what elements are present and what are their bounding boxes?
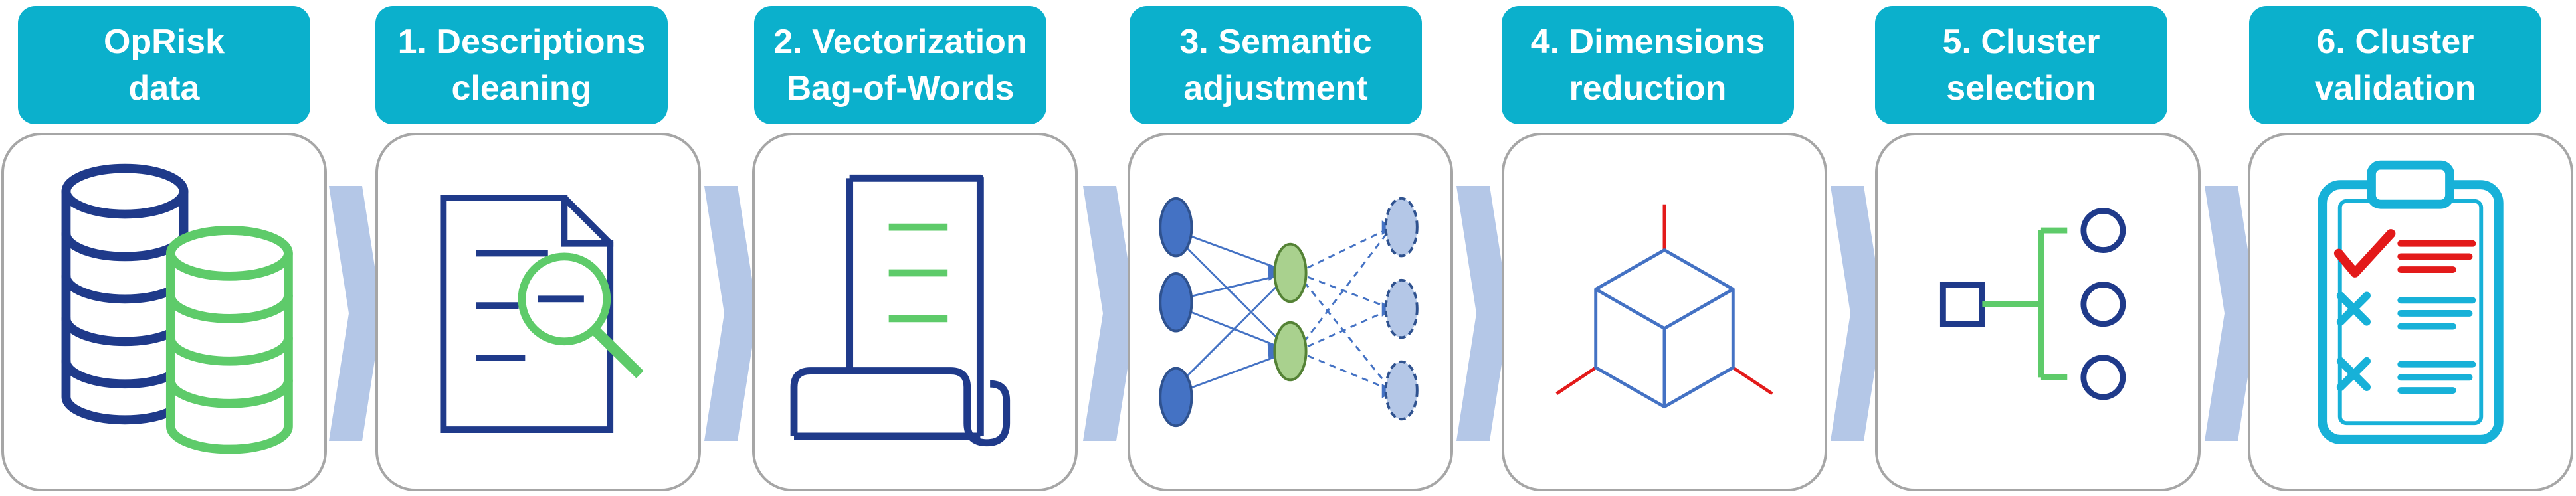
step-label-semantic-adjustment: 3. Semantic adjustment [1130, 6, 1422, 124]
step-box-dimensions-reduction [1502, 133, 1827, 491]
step-label-line1: 4. Dimensions [1530, 23, 1765, 61]
step-label-line2: reduction [1569, 69, 1727, 108]
step-label-line1: 6. Cluster [2316, 23, 2474, 61]
database-icon [61, 163, 293, 454]
chevron-arrow-icon [2205, 186, 2258, 441]
step-box-descriptions-cleaning [375, 133, 701, 491]
step-label-line1: 1. Descriptions [397, 23, 646, 61]
chevron-arrow-icon [1831, 186, 1884, 441]
cube-axes-icon [1555, 204, 1773, 409]
step-label-vectorization: 2. Vectorization Bag-of-Words [754, 6, 1046, 124]
step-label-line2: adjustment [1183, 69, 1368, 108]
chevron-arrow-icon [1083, 186, 1136, 441]
step-label-line2: selection [1946, 69, 2096, 108]
step-label-line2: validation [2314, 69, 2476, 108]
step-label-cluster-selection: 5. Cluster selection [1875, 6, 2167, 124]
step-label-line2: data [128, 69, 200, 108]
step-box-cluster-selection [1875, 133, 2201, 491]
chevron-arrow-icon [329, 186, 382, 441]
scroll-icon [790, 174, 1011, 447]
step-label-line1: OpRisk [103, 23, 225, 61]
chevron-arrow-icon [704, 186, 757, 441]
step-box-vectorization [752, 133, 1078, 491]
checklist-clipboard-icon [2318, 160, 2504, 444]
step-box-oprisk-data [1, 133, 327, 491]
step-label-oprisk-data: OpRisk data [18, 6, 310, 124]
document-search-icon [440, 194, 644, 433]
step-label-line2: Bag-of-Words [786, 69, 1015, 108]
step-label-line2: cleaning [451, 69, 592, 108]
tree-branch-icon [1939, 208, 2126, 400]
step-label-line1: 5. Cluster [1942, 23, 2100, 61]
step-label-cluster-validation: 6. Cluster validation [2249, 6, 2541, 124]
step-box-cluster-validation [2248, 133, 2573, 491]
step-label-dimensions-reduction: 4. Dimensions reduction [1502, 6, 1794, 124]
chevron-arrow-icon [1456, 186, 1510, 441]
neural-network-icon [1159, 197, 1419, 428]
step-box-semantic-adjustment [1128, 133, 1453, 491]
step-label-descriptions-cleaning: 1. Descriptions cleaning [375, 6, 668, 124]
step-label-line1: 3. Semantic [1179, 23, 1372, 61]
step-label-line1: 2. Vectorization [773, 23, 1027, 61]
